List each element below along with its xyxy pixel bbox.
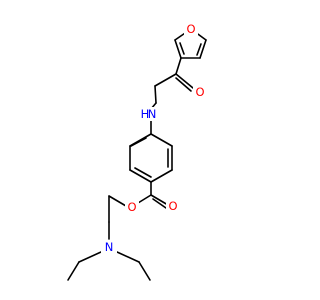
svg-text:N: N	[105, 240, 114, 254]
furan-ring	[174, 28, 207, 59]
ester-group	[108, 181, 169, 240]
svg-text:O: O	[168, 199, 177, 213]
atom-label-o-furan: O	[184, 22, 198, 36]
molecule-structure: O O H N O O N	[67, 22, 207, 281]
keto-chain	[150, 57, 194, 110]
diethylamino-group	[67, 251, 151, 281]
atom-label-o-carbonyl: O	[166, 199, 180, 213]
atom-label-o-ketone: O	[193, 85, 207, 99]
atom-label-o-ester: O	[125, 200, 139, 214]
benzene-ring	[129, 118, 173, 183]
atom-label-n-diethyl: N	[101, 240, 117, 254]
svg-text:O: O	[127, 200, 136, 214]
svg-text:H: H	[141, 107, 150, 121]
svg-text:O: O	[195, 85, 204, 99]
svg-text:O: O	[186, 22, 195, 36]
atom-label-nh: H N	[138, 107, 158, 121]
svg-text:N: N	[148, 107, 157, 121]
